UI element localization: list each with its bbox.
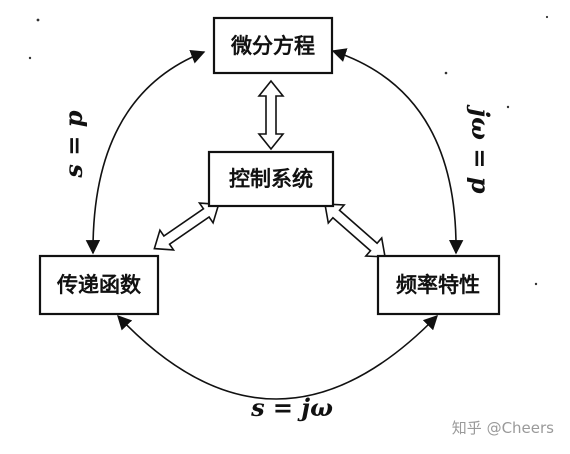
node-differential-equation-label: 微分方程 [230,33,315,58]
edge-label-bottom: s = jω [250,393,333,422]
arc-left [85,50,206,255]
arc-right [331,48,464,255]
node-frequency-characteristic: 频率特性 [376,254,501,316]
watermark-text: 知乎 @Cheers [452,419,554,437]
node-control-system: 控制系统 [207,150,335,208]
node-frequency-characteristic-label: 频率特性 [396,272,480,297]
arc-bottom [117,314,439,400]
edge-label-right: jω = p [466,104,495,193]
node-differential-equation: 微分方程 [212,16,334,75]
node-transfer-function: 传递函数 [38,254,160,316]
double-arrow-vertical [257,79,285,151]
edge-label-left: s = p [59,110,88,178]
node-control-system-label: 控制系统 [229,166,313,191]
node-transfer-function-label: 传递函数 [56,272,142,297]
